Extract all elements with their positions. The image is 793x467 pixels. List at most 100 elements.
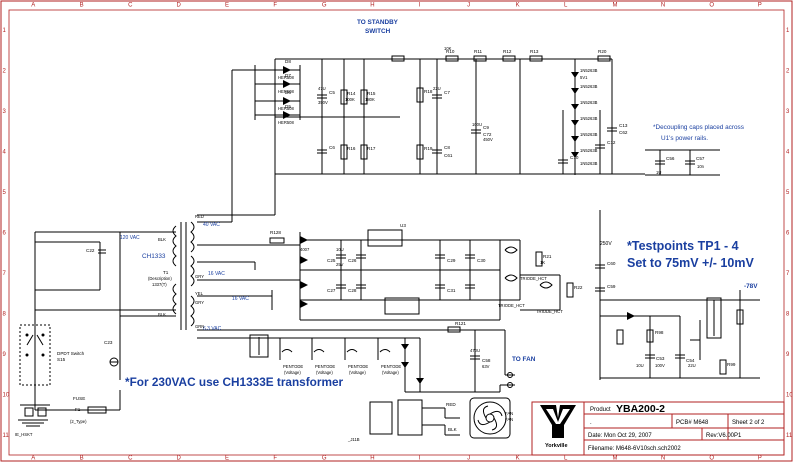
cap-c7: C7: [444, 90, 450, 95]
decoupling-note-1: *Decoupling caps placed across: [653, 124, 744, 131]
row-label-7-left: 7: [3, 271, 7, 277]
resistor-r128: R128: [270, 230, 281, 235]
secondary-hv: [197, 215, 275, 222]
vac-16b-label: 16 VAC: [232, 296, 249, 302]
dpdt-label: DPDT Switch: [57, 351, 85, 356]
row-label-3-left: 3: [3, 109, 7, 115]
s15-label: S15: [57, 357, 66, 362]
val-5v1: 5V1: [580, 75, 588, 80]
bias-supply: [595, 210, 760, 380]
row-label-3-right: 3: [786, 109, 790, 115]
row-label-8-left: 8: [3, 311, 7, 317]
u3-label: U3: [400, 223, 406, 228]
val-4007: 4007: [300, 247, 310, 252]
zener-3: 1N5263B: [580, 100, 598, 105]
row-label-4-left: 4: [3, 150, 7, 156]
resistor-r121: R121: [455, 321, 466, 326]
transformer-t1: [173, 222, 194, 330]
val-47u: 47U: [318, 86, 326, 91]
fuse-type-label: (2_Type): [70, 419, 87, 424]
cap-c31: C31: [447, 288, 456, 293]
cap-c29: C29: [447, 258, 456, 263]
to-fan-note: TO FAN: [512, 356, 536, 363]
cap-c61: C61: [444, 153, 453, 158]
testpoint-note-1: *Testpoints TP1 - 4: [627, 239, 739, 253]
column-label-K-bottom: K: [516, 456, 520, 462]
resistor-r22: R22: [574, 285, 583, 290]
triode-code-2: TRIODE_HCT: [520, 276, 547, 281]
pentode-3-label: PENTODE: [348, 364, 368, 369]
resistor-r13: R13: [530, 49, 539, 54]
row-label-8-right: 8: [786, 311, 790, 317]
column-label-N-top: N: [661, 3, 665, 9]
column-label-J-bottom: J: [467, 456, 470, 462]
pcb-number: PCB# M648: [676, 420, 709, 426]
ch1333-label: CH1333: [142, 253, 166, 260]
resistor-r14: R14: [347, 91, 356, 96]
row-label-7-right: 7: [786, 271, 790, 277]
column-label-E-bottom: E: [225, 456, 229, 462]
val-25v: 25V: [336, 262, 344, 267]
cap-c22: C22: [86, 248, 95, 253]
zener-4: 1N5263B: [580, 116, 598, 121]
column-label-H-top: H: [370, 3, 374, 9]
row-label-9-right: 9: [786, 352, 790, 358]
cap-c10: C10: [570, 155, 579, 160]
minus-78v-label: -78V: [744, 283, 758, 290]
row-label-1-left: 1: [3, 28, 7, 34]
pentode-1-label: PENTODE: [283, 364, 303, 369]
pentode-heaters: [197, 327, 460, 360]
diode-d8: D8: [285, 59, 291, 64]
resistor-r16: R16: [347, 146, 356, 151]
cap-c62: C62: [619, 130, 628, 135]
row-label-5-right: 5: [786, 190, 790, 196]
product-name: YBA200-2: [616, 403, 665, 415]
diode-d7: D7: [285, 73, 291, 78]
row-label-10-left: 10: [3, 392, 10, 398]
j11b-label: _J11B: [347, 437, 360, 442]
pentode-4-label: PENTODE: [381, 364, 401, 369]
diode-d5-part: HER508: [278, 120, 294, 125]
fan-supply: [401, 330, 515, 392]
text-layer: TO STANDBY SWITCH *Decoupling caps place…: [15, 19, 765, 452]
zener-1: 1N5263B: [580, 68, 598, 73]
secondary-lv: [197, 232, 520, 320]
val-1u: 1U: [656, 170, 661, 175]
val-180k: 180K: [365, 97, 375, 102]
t1-desc: (Description): [148, 276, 172, 281]
row-label-10-right: 10: [786, 392, 793, 398]
fan-label-1: FAN: [505, 411, 513, 416]
column-label-N-bottom: N: [661, 456, 665, 462]
title-dot: .: [590, 420, 592, 426]
vac-16a-label: 16 VAC: [208, 271, 225, 277]
column-label-I-top: I: [419, 3, 421, 9]
cap-c5: C5: [329, 90, 335, 95]
t1-ref: T1: [163, 270, 169, 275]
resistor-r21: R21: [543, 254, 552, 259]
column-label-A-bottom: A: [31, 456, 35, 462]
val-10n: 10n: [697, 164, 705, 169]
cap-c12: C12: [607, 140, 616, 145]
wire-yel: YEL: [195, 291, 204, 296]
zener-6: 1N5263B: [580, 148, 598, 153]
cap-c25: C25: [327, 258, 336, 263]
row-label-6-right: 6: [786, 231, 790, 237]
regulator-u3: [368, 230, 419, 314]
wire-red: RED: [195, 214, 204, 219]
column-label-O-top: O: [709, 3, 714, 9]
column-label-B-top: B: [80, 3, 84, 9]
row-label-4-right: 4: [786, 150, 790, 156]
cap-c57: C57: [696, 156, 705, 161]
val-100u: 100U: [472, 122, 482, 127]
column-label-A-top: A: [31, 3, 35, 9]
triode-code-1: TRIODE_HCT: [498, 303, 525, 308]
resistor-r20: R20: [598, 49, 607, 54]
zener-5: 1N5263B: [580, 132, 598, 137]
row-label-1-right: 1: [786, 28, 790, 34]
val-450v: 450V: [483, 137, 493, 142]
column-label-P-top: P: [758, 3, 762, 9]
cap-c9: C9: [483, 125, 489, 130]
column-label-H-bottom: H: [370, 456, 374, 462]
column-label-C-bottom: C: [128, 456, 133, 462]
